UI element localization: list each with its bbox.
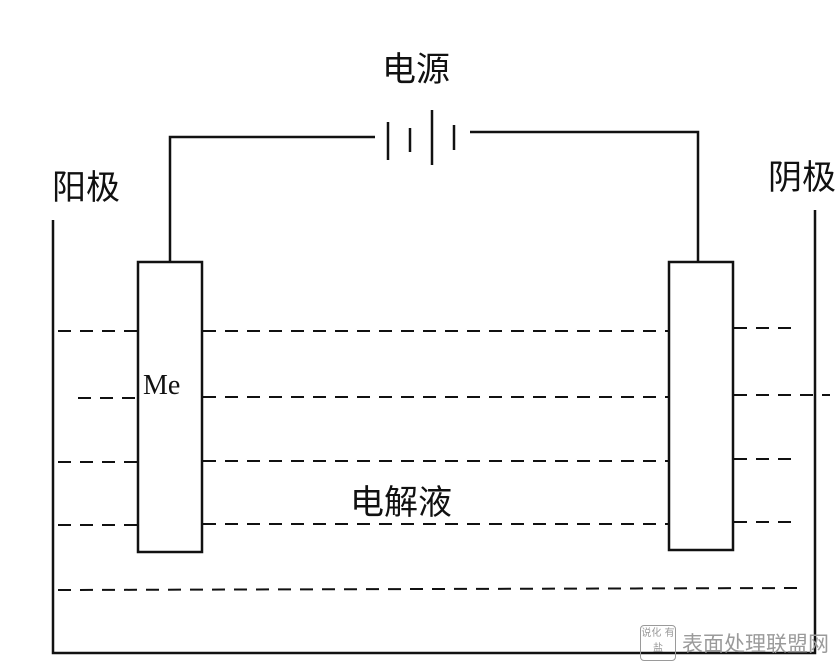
metal-label: Me xyxy=(143,370,181,401)
anode-electrode xyxy=(136,260,204,554)
watermark-badge: 说化 有盐 xyxy=(640,625,676,661)
watermark-text: 表面处理联盟网 xyxy=(682,632,829,656)
anode-label: 阳极 xyxy=(52,168,120,208)
electrolytic-tank xyxy=(51,210,817,655)
battery-symbol xyxy=(386,110,456,165)
power-source-label: 电源 xyxy=(382,50,450,90)
electrolyte-lines xyxy=(57,327,830,591)
electrolyte-label: 电解液 xyxy=(350,483,452,523)
cathode-wire xyxy=(470,130,700,262)
cathode-label: 阴极 xyxy=(768,158,836,198)
anode-wire xyxy=(168,135,375,262)
cathode-electrode xyxy=(667,260,735,552)
